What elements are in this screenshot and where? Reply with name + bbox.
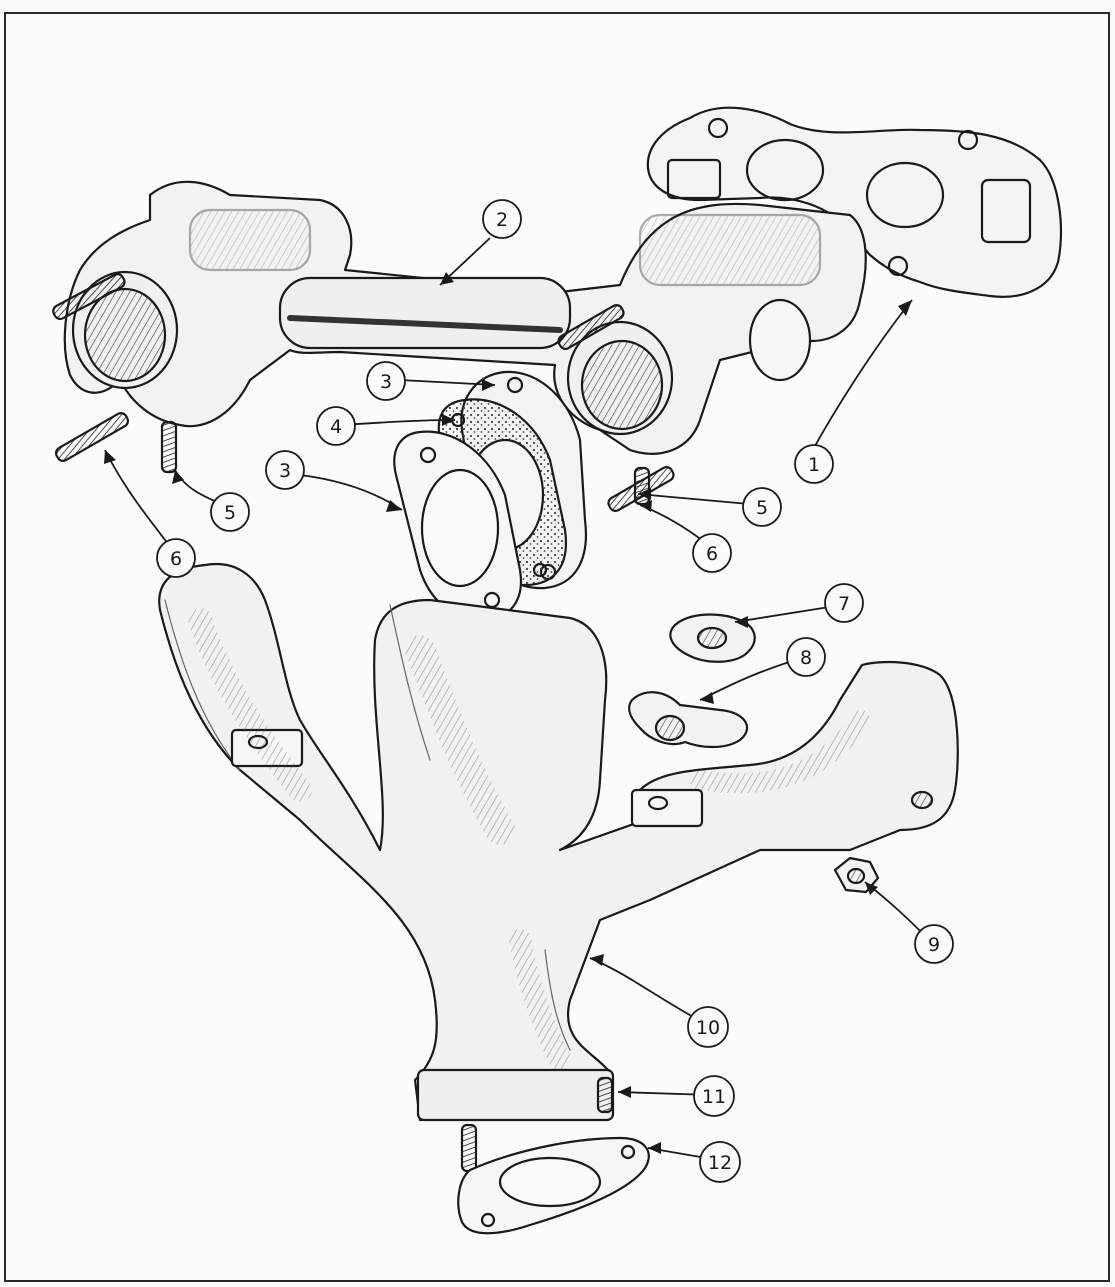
callout-11: 11 <box>693 1075 735 1117</box>
svg-text:5: 5 <box>756 497 768 519</box>
callout-3b: 3 <box>265 450 305 490</box>
svg-text:9: 9 <box>928 934 940 956</box>
callout-2: 2 <box>482 199 522 239</box>
callout-9: 9 <box>914 924 954 964</box>
stud-bolts <box>52 273 675 512</box>
inlet-manifold <box>63 180 867 455</box>
callout-5b: 5 <box>742 487 782 527</box>
svg-text:4: 4 <box>330 416 342 438</box>
clamp-plate <box>628 691 748 749</box>
callout-12: 12 <box>699 1141 741 1183</box>
callout-8: 8 <box>786 637 826 677</box>
outlet-gasket <box>457 1136 650 1235</box>
svg-text:2: 2 <box>496 209 508 231</box>
svg-text:11: 11 <box>702 1086 726 1108</box>
manifold-gasket-plate <box>646 106 1063 298</box>
exhaust-manifold <box>158 562 959 1122</box>
svg-text:10: 10 <box>696 1017 720 1039</box>
callout-3a: 3 <box>366 361 406 401</box>
callout-6a: 6 <box>156 538 196 578</box>
svg-text:6: 6 <box>170 548 182 570</box>
callouts: 1 2 3 3 4 5 5 6 6 7 8 9 10 11 12 <box>156 199 954 1183</box>
svg-text:8: 8 <box>800 647 812 669</box>
flange-gasket-front <box>393 430 523 622</box>
callout-7: 7 <box>824 583 864 623</box>
svg-text:6: 6 <box>706 543 718 565</box>
svg-text:1: 1 <box>808 454 820 476</box>
diagram-border <box>4 12 1110 1282</box>
callout-4: 4 <box>316 406 356 446</box>
svg-text:5: 5 <box>224 502 236 524</box>
svg-text:3: 3 <box>380 371 392 393</box>
svg-text:12: 12 <box>708 1152 732 1174</box>
callout-6b: 6 <box>692 533 732 573</box>
callout-10: 10 <box>687 1006 729 1048</box>
svg-text:3: 3 <box>279 460 291 482</box>
callout-5a: 5 <box>210 492 250 532</box>
svg-text:7: 7 <box>838 593 850 615</box>
clamp-washer <box>669 613 756 663</box>
callout-1: 1 <box>794 444 834 484</box>
leader-arrowheads <box>104 272 912 1154</box>
